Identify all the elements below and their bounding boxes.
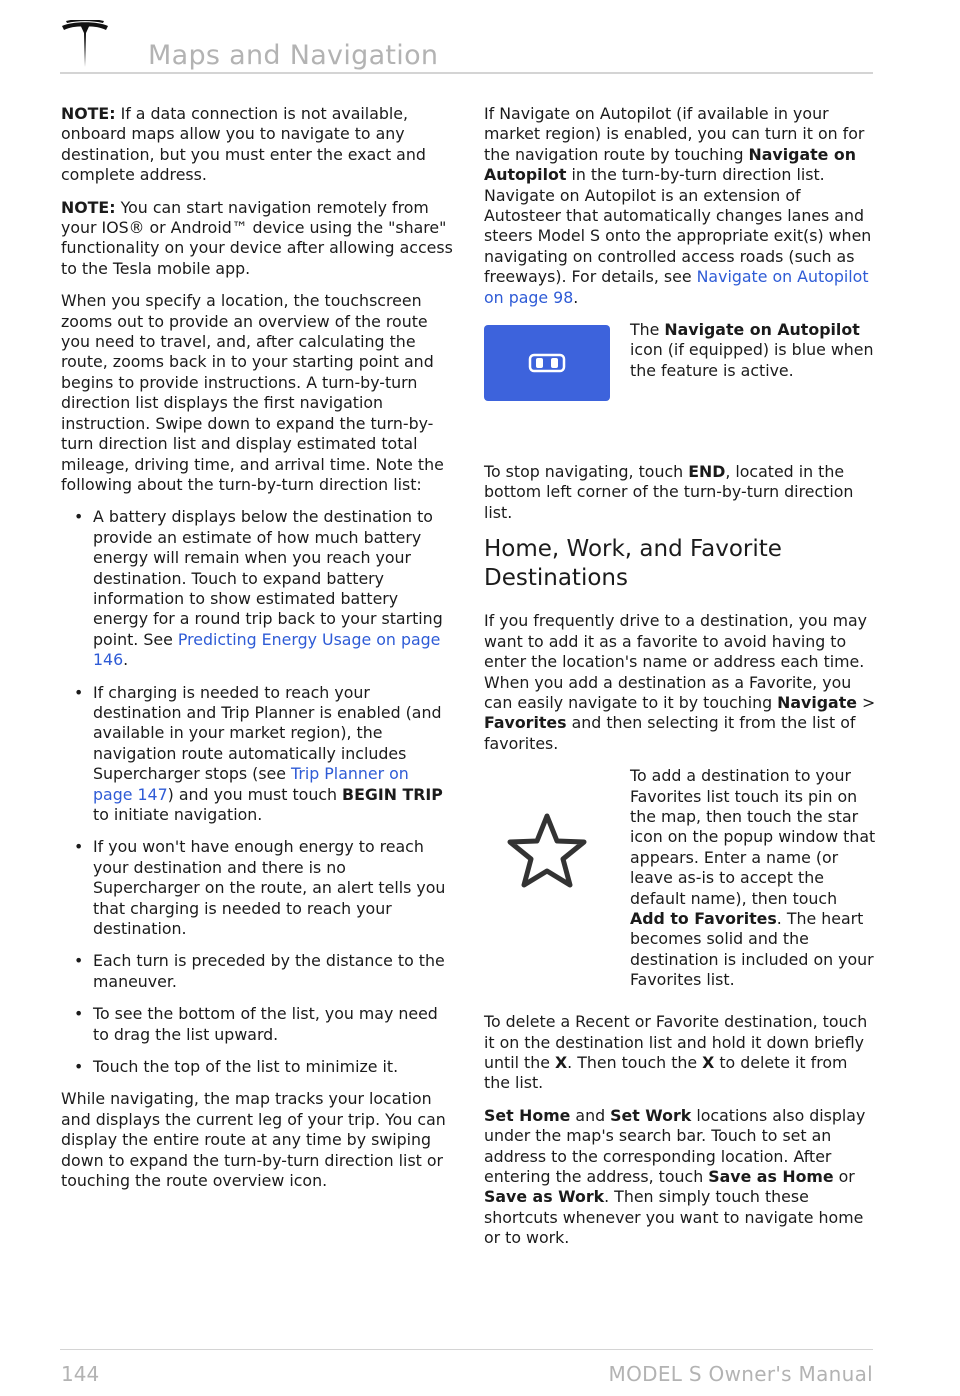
- left-column: NOTE: If a data connection is not availa…: [61, 104, 453, 1204]
- list-item: •If charging is needed to reach your des…: [74, 682, 443, 824]
- link-navigate-on-autopilot[interactable]: Navigate on Autopilot on page 98: [484, 267, 869, 307]
- list-item: •To see the bottom of the list, you may …: [74, 1004, 438, 1044]
- paragraph-stop-navigating: To stop navigating, touch END, located i…: [484, 462, 854, 522]
- navigate-on-autopilot-icon: [484, 325, 610, 402]
- right-column: If Navigate on Autopilot (if available i…: [484, 104, 876, 1261]
- paragraph-route-overview: When you specify a location, the touchsc…: [61, 291, 444, 494]
- star-icon-caption: To add a destination to your Favorites l…: [630, 766, 876, 990]
- autopilot-icon-callout: The Navigate on Autopilot icon (if equip…: [484, 320, 876, 438]
- link-trip-planner[interactable]: Trip Planner on page 147: [93, 764, 409, 804]
- list-item: •If you won't have enough energy to reac…: [74, 837, 446, 939]
- steering-wheel-icon: [528, 353, 566, 373]
- paragraph-while-navigating: While navigating, the map tracks your lo…: [61, 1089, 446, 1191]
- tesla-logo-icon: [62, 20, 108, 67]
- header-divider: [60, 72, 873, 74]
- page-title: Maps and Navigation: [148, 40, 439, 71]
- page-header: Maps and Navigation: [60, 20, 873, 76]
- note-remote: NOTE: You can start navigation remotely …: [61, 197, 453, 278]
- paragraph-navigate-on-autopilot: If Navigate on Autopilot (if available i…: [484, 104, 872, 307]
- page-number: 144: [61, 1362, 100, 1386]
- manual-title: MODEL S Owner's Manual: [608, 1362, 873, 1386]
- autopilot-icon-caption: The Navigate on Autopilot icon (if equip…: [630, 320, 874, 380]
- list-item: •Each turn is preceded by the distance t…: [74, 951, 445, 991]
- footer-divider: [60, 1349, 873, 1350]
- list-item: •A battery displays below the destinatio…: [74, 507, 443, 670]
- paragraph-delete-destination: To delete a Recent or Favorite destinati…: [484, 1012, 868, 1093]
- star-icon: [507, 813, 587, 888]
- list-item: •Touch the top of the list to minimize i…: [74, 1057, 399, 1077]
- paragraph-favorites: If you frequently drive to a destination…: [484, 611, 876, 753]
- section-heading-favorites: Home, Work, and Favorite Destinations: [484, 536, 782, 592]
- direction-list-notes: •A battery displays below the destinatio…: [61, 507, 453, 1077]
- paragraph-home-work: Set Home and Set Work locations also dis…: [484, 1105, 866, 1248]
- link-predicting-energy[interactable]: Predicting Energy Usage on page 146: [93, 629, 441, 670]
- note-connection: NOTE: If a data connection is not availa…: [61, 104, 426, 185]
- star-icon-callout: To add a destination to your Favorites l…: [484, 766, 876, 994]
